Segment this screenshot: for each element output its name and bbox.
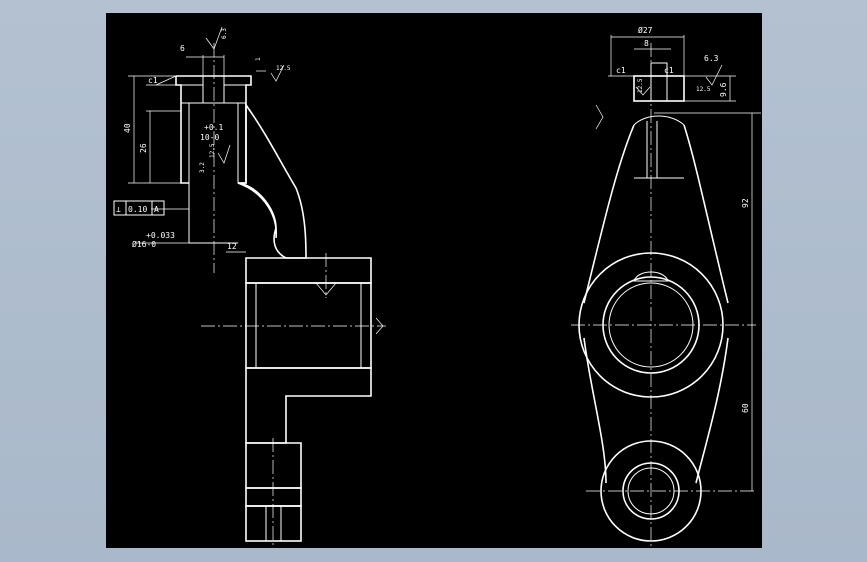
dim-26-text: 26 — [139, 143, 148, 153]
geo-tol-symbol: ⊥ — [116, 205, 121, 214]
roughness-symbol — [635, 86, 651, 96]
geo-tol-frame — [113, 200, 165, 216]
boss-wall-left — [180, 102, 190, 184]
roughness-symbol — [270, 64, 285, 82]
geo-tol-datum: A — [154, 205, 159, 214]
roughness-symbol — [375, 317, 384, 335]
left-section-view: 6 40 26 c1 +0.1 10-0 12.5 12.5 3.2 6.3 1… — [113, 26, 386, 548]
dim-60-text: 60 — [741, 403, 750, 413]
arm-web — [237, 102, 307, 259]
chamfer-text: c1 — [148, 76, 158, 85]
arm-top-cap — [633, 115, 685, 126]
tol-upper-text: +0.1 — [204, 123, 223, 132]
lower-foot — [245, 505, 302, 542]
roughness-symbol — [205, 26, 223, 50]
cad-drawing: 6 40 26 c1 +0.1 10-0 12.5 12.5 3.2 6.3 1… — [113, 25, 761, 548]
boss-top-right — [223, 84, 247, 104]
lower-bore — [245, 487, 302, 507]
chamfer-left-text: c1 — [616, 66, 626, 75]
roughness-mid-text: 12.5 — [696, 86, 711, 93]
dim-40-text: 40 — [123, 123, 132, 133]
hub-bore — [245, 282, 372, 369]
arm-outline — [583, 124, 729, 304]
dim-8-text: 8 — [644, 39, 649, 48]
c1-leader — [155, 75, 177, 86]
arm-web-inner — [237, 182, 277, 239]
roughness-top-text: 6.3 — [704, 54, 719, 63]
geo-tol-value: 0.10 — [128, 205, 147, 214]
roughness-top-text: 12.5 — [276, 65, 291, 72]
arm-lower-outline — [583, 337, 729, 484]
chamfer-right-text: c1 — [664, 66, 674, 75]
roughness-symbol — [217, 144, 231, 164]
boss-top-left — [180, 84, 204, 104]
roughness-small-text: 12.5 — [637, 78, 644, 93]
right-front-view: Ø27 8 c1 c1 6.3 9.6 12.5 12.5 92 60 — [571, 25, 761, 548]
shaft-dia-text: Ø16-0 — [132, 239, 156, 249]
roughness-small-text: 3.2 — [199, 162, 206, 173]
dim-6-text: 6 — [180, 44, 185, 53]
roughness-bore-text: 12.5 — [209, 143, 216, 158]
dim-92-text: 92 — [741, 198, 750, 208]
hub-top-wall — [245, 257, 372, 284]
dim-27-text: Ø27 — [638, 25, 653, 35]
roughness-symbol — [315, 282, 337, 296]
dim-9-6-text: 9.6 — [719, 82, 728, 97]
roughness-symbol — [595, 104, 604, 130]
roughness-side-text: 6.3 — [221, 28, 228, 39]
lower-leg — [245, 442, 302, 489]
shaft-tol-text: +0.033 — [146, 231, 175, 240]
hub-bottom-wall — [245, 367, 372, 444]
dim-12-text: 12 — [227, 242, 237, 251]
dim-1-text: 1 — [255, 57, 262, 61]
roughness-symbol — [705, 64, 723, 86]
tol-lower-text: 10-0 — [200, 133, 219, 142]
boss-wall-right — [237, 102, 247, 184]
oil-hole — [633, 271, 669, 282]
drawing-canvas: 6 40 26 c1 +0.1 10-0 12.5 12.5 3.2 6.3 1… — [106, 13, 762, 548]
